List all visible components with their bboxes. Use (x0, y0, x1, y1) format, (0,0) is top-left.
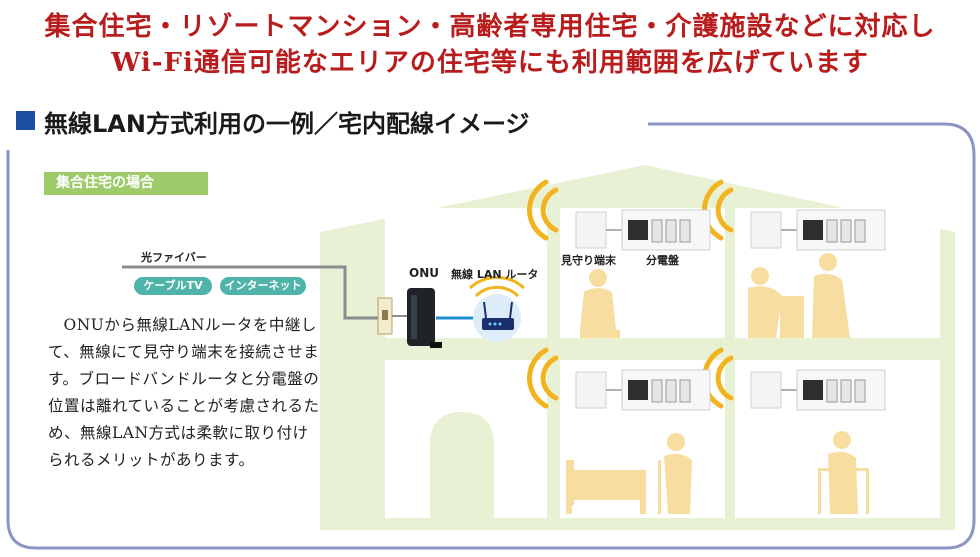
resident-silhouette-3 (566, 433, 692, 514)
case-tag: 集合住宅の場合 (44, 172, 208, 195)
resident-silhouette-4 (818, 431, 869, 514)
monitor-terminal-4 (750, 371, 782, 409)
wireless-router (468, 276, 526, 342)
resident-silhouette-1 (580, 269, 620, 338)
router-label: 無線 LAN ルータ (451, 268, 539, 281)
onu-label: ONU (409, 266, 439, 280)
monitor-terminal-3 (575, 371, 607, 409)
wifi-icon-room-3 (540, 355, 559, 401)
entrance-arch (430, 412, 494, 518)
room-devices (575, 209, 886, 411)
resident-silhouettes (566, 253, 869, 514)
fiber-label: 光ファイバー (141, 251, 207, 264)
headline-line-2: Wi-Fi通信可能なエリアの住宅等にも利用範囲を広げています (111, 48, 869, 78)
wifi-icon-room-1 (540, 187, 559, 233)
section-frame (6, 122, 976, 550)
description-text: ONUから無線LANルータを中継して、無線にて見守り端末を接続させます。ブロード… (48, 316, 320, 469)
terminal-label: 見守り端末 (561, 254, 616, 267)
monitor-terminal-1 (575, 211, 607, 249)
monitor-terminal-2 (750, 211, 782, 249)
fiber-cable (122, 265, 382, 320)
headline-line-1: 集合住宅・リゾートマンション・高齢者専用住宅・介護施設などに対応し (44, 12, 936, 42)
pill-cable-tv: ケーブルTV (134, 277, 212, 295)
wifi-icon-room-4 (715, 355, 734, 401)
panel-label: 分電盤 (646, 254, 679, 267)
onu-device (407, 288, 442, 348)
resident-silhouette-2 (748, 253, 850, 338)
section-marker (16, 111, 35, 130)
section-title: 無線LAN方式利用の一例／宅内配線イメージ (44, 110, 530, 138)
pill-internet: インターネット (220, 277, 306, 295)
wifi-icon-room-2 (715, 187, 734, 233)
